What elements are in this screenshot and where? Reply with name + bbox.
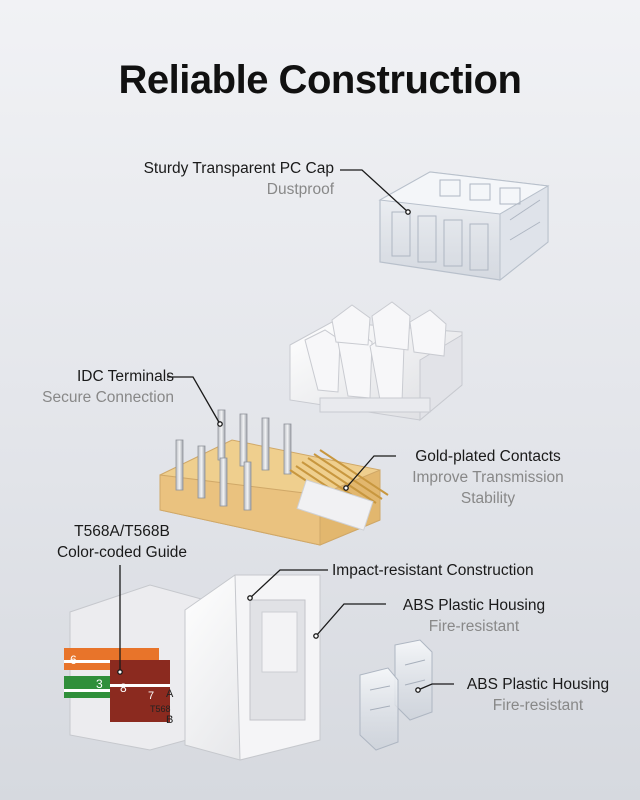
guide-number-3: 3 xyxy=(96,677,103,691)
callout-color-guide-line1: T568A/T568B xyxy=(74,523,170,540)
callout-pc-cap: Sturdy Transparent PC Cap Dustproof xyxy=(144,158,334,200)
callout-gold-sub1: Improve Transmission xyxy=(412,469,564,486)
callout-color-guide: T568A/T568B Color-coded Guide xyxy=(22,521,222,563)
guide-number-6: 6 xyxy=(70,653,77,667)
callout-gold-title: Gold-plated Contacts xyxy=(415,448,561,465)
page-title: Reliable Construction xyxy=(118,58,522,102)
callout-abs-2: ABS Plastic Housing Fire-resistant xyxy=(452,674,624,716)
callout-gold: Gold-plated Contacts Improve Transmissio… xyxy=(398,446,578,509)
guide-number-8: 8 xyxy=(120,681,127,695)
transparent-pc-cap xyxy=(378,171,550,282)
callout-abs-2-sub: Fire-resistant xyxy=(492,697,584,714)
callout-idc: IDC Terminals Secure Connection xyxy=(42,366,174,408)
callout-abs-1-title: ABS Plastic Housing xyxy=(402,597,546,614)
callout-pc-cap-sub: Dustproof xyxy=(266,181,334,198)
abs-plastic-parts xyxy=(359,639,433,751)
callout-pc-cap-title: Sturdy Transparent PC Cap xyxy=(143,160,334,177)
guide-standard: T568 xyxy=(150,704,171,714)
callout-abs-1-sub: Fire-resistant xyxy=(428,618,520,635)
callout-gold-sub2: Stability xyxy=(460,490,516,507)
callout-idc-title: IDC Terminals xyxy=(76,368,174,385)
callout-abs-2-title: ABS Plastic Housing xyxy=(466,676,610,693)
guide-number-7: 7 xyxy=(148,690,155,702)
callout-abs-1: ABS Plastic Housing Fire-resistant xyxy=(386,595,562,637)
callout-impact: Impact-resistant Construction xyxy=(332,560,534,581)
leader-lines xyxy=(117,169,454,693)
keystone-jack xyxy=(64,574,321,761)
guide-row-a: A xyxy=(166,688,174,700)
guide-row-b: B xyxy=(166,714,174,726)
white-idc-block xyxy=(289,301,463,422)
pcb-with-terminals xyxy=(159,409,389,546)
callout-idc-sub: Secure Connection xyxy=(42,389,174,406)
callout-impact-title: Impact-resistant Construction xyxy=(332,562,534,579)
callout-color-guide-line2: Color-coded Guide xyxy=(56,544,188,561)
